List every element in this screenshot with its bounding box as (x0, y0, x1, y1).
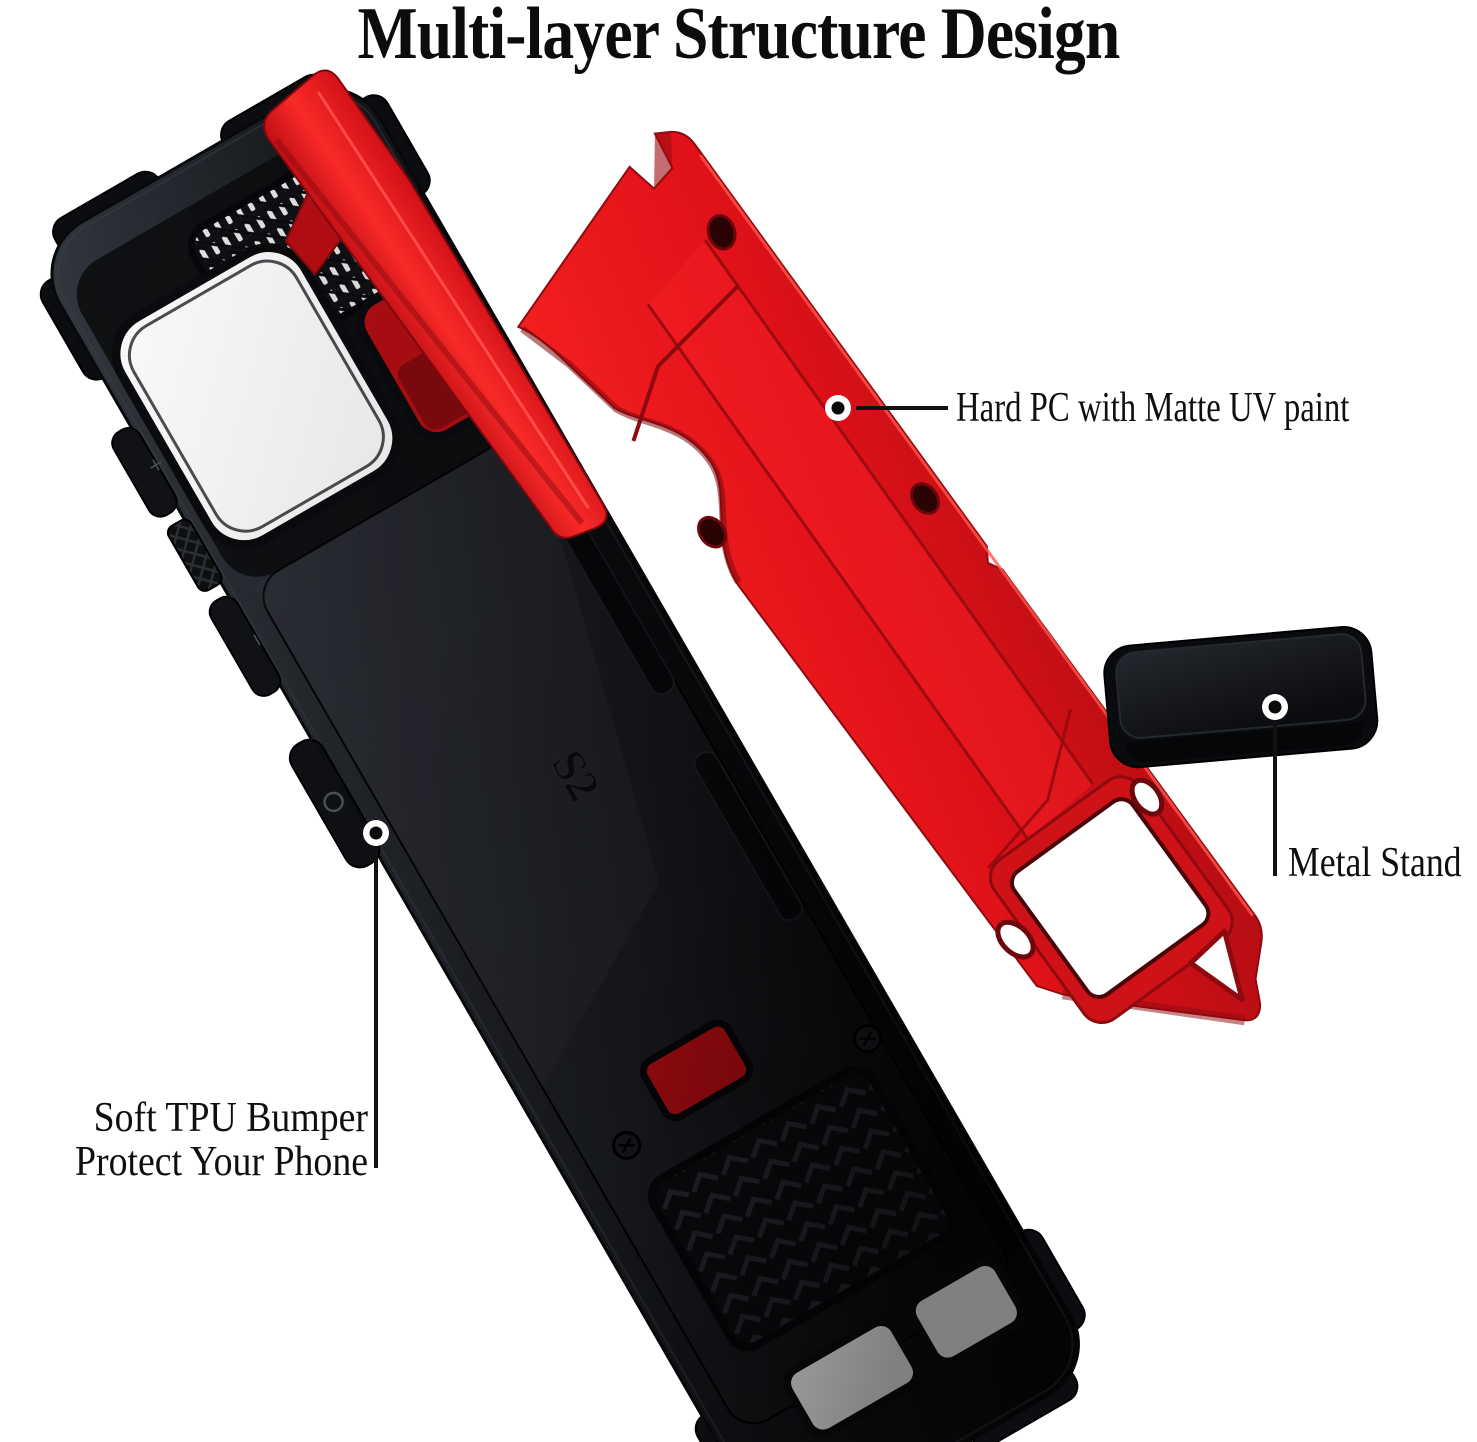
callout-hard-pc (825, 395, 948, 421)
callout-dot-center (1268, 700, 1282, 714)
rail-body (263, 69, 608, 539)
label-soft-tpu-line2: Protect Your Phone (75, 1139, 368, 1186)
rail-ridge-highlight (316, 90, 590, 510)
label-hard-pc: Hard PC with Matte UV paint (956, 385, 1350, 431)
screw-hole (706, 214, 737, 251)
screw-hole (909, 482, 941, 515)
shell-edge-highlight (698, 154, 1254, 917)
case-shade-overlay (51, 88, 1079, 1442)
shell-top-rail (263, 69, 608, 539)
stand-bottom-lip (1124, 721, 1366, 763)
callout-dot-center (369, 826, 383, 840)
rail-side-shade (273, 137, 585, 525)
shell-ear-shade (654, 131, 673, 189)
stand-top-face (1115, 633, 1367, 739)
kickstand-window (1009, 797, 1211, 999)
label-soft-tpu-line1: Soft TPU Bumper (93, 1095, 368, 1141)
shell-center-panel (647, 240, 1094, 840)
page-title: Multi-layer Structure Design (357, 0, 1121, 75)
metal-stand (1103, 625, 1379, 769)
callout-dot-center (831, 401, 845, 415)
stand-slot-hole-right (1129, 777, 1165, 817)
triangle-cutout (1188, 928, 1245, 1003)
screw-hole (697, 515, 728, 549)
callout-soft-tpu (363, 820, 389, 1168)
power-icon (323, 791, 344, 813)
tpu-case: + − S2 (39, 73, 1086, 1442)
label-metal-stand: Metal Stand (1288, 840, 1462, 886)
label-soft-tpu: Soft TPU Bumper Protect Your Phone (62, 1096, 368, 1184)
hard-pc-shell (516, 130, 1263, 1026)
callout-metal-stand (1262, 694, 1288, 876)
stand-slot-hole-left (995, 919, 1036, 960)
